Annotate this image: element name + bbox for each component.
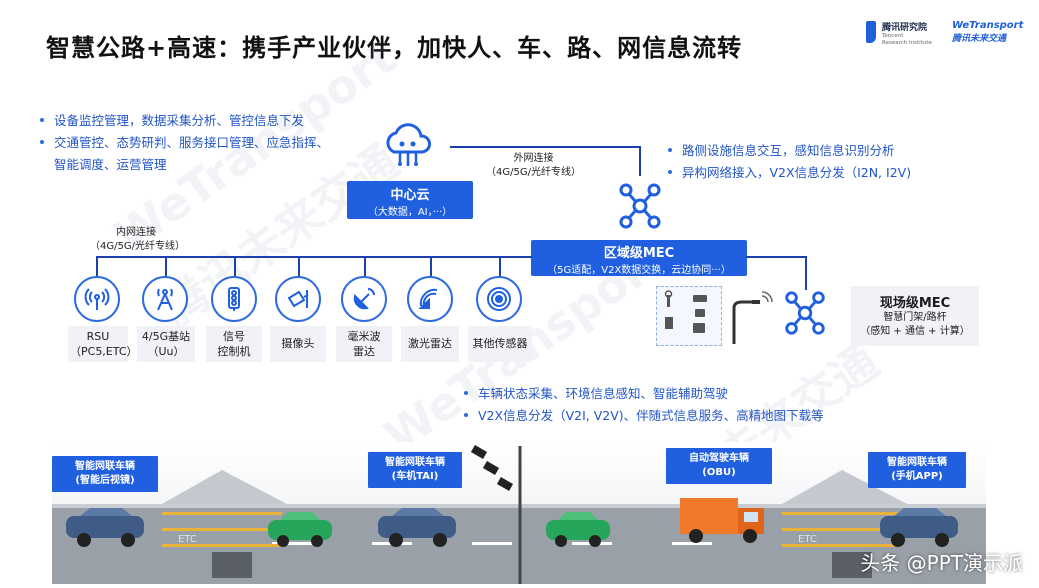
logo-wetransport-cn: 腾讯未来交通 [952,34,1007,44]
drop-line [364,256,366,276]
device-lidar [407,276,453,322]
rsu-antenna-icon [74,276,120,322]
central-cloud-box: 中心云 （大数据，AI，···） [347,181,473,219]
smart-pole-icon [726,290,776,350]
onsite-link-line-down [805,256,807,290]
drop-line [96,256,98,276]
onsite-link-line [746,256,806,258]
page-title: 智慧公路+高速：携手产业伙伴，加快人、车、路、网信息流转 [46,34,743,62]
footer-watermark: 头条 @PPT演示派 [860,551,1023,575]
vehicle-label-tai: 智能网联车辆(车机TAI) [368,452,462,488]
device-label-rsu: RSU（PC5,ETC） [68,326,138,362]
bullet-text: 智能调度、运营管理 [54,157,167,172]
radar-dish-icon [341,276,387,322]
central-cloud-title: 中心云 [390,188,430,203]
onsite-mec-title: 现场级MEC [879,296,951,311]
onsite-mec-line3: （感知 + 通信 + 计算） [860,326,970,337]
regional-mec-title: 区域级MEC [603,246,675,261]
bullet-text: 路侧设施信息交互，感知信息识别分析 [682,143,895,158]
regional-mec-box: 区域级MEC （5G适配，V2X数据交换，云边协同···） [531,240,747,276]
device-traffic-light [211,276,257,322]
drop-line [298,256,300,276]
device-label-radar: 毫米波雷达 [336,326,392,362]
logo-tencent-en2: Research Institute [882,40,932,46]
onsite-mec-line2: 智慧门架/路杆 [883,312,947,323]
device-label-lidar: 激光雷达 [401,326,459,362]
external-link-line [450,146,640,148]
etc-mark-left: ETC [178,534,197,545]
internal-link-label: 内网连接 （4G/5G/光纤专线） [90,227,185,252]
bullet-text: 设备监控管理，数据采集分析、管控信息下发 [54,113,305,128]
base-station-icon [142,276,188,322]
device-radar [341,276,387,322]
drop-line [499,256,501,276]
cloud-icon [380,118,436,178]
logo-tencent-en1: Tencent [882,33,904,39]
tencent-research-logo: 腾讯研究院 Tencent Research Institute [866,20,932,47]
camera-icon [275,276,321,322]
bullets-vehicle-functions: 车辆状态采集、环境信息感知、智能辅助驾驶 V2X信息分发（V2I, V2V)、伴… [464,383,824,427]
vehicle-label-rearview: 智能网联车辆(智能后视镜) [52,456,158,492]
traffic-light-icon [211,276,257,322]
device-label-camera: 摄像头 [270,326,326,362]
device-label-base-station: 4/5G基站（Uu） [137,326,195,362]
external-link-line-down [639,146,641,176]
logo-wetransport-en: WeTransport [952,20,1024,31]
drop-line [234,256,236,276]
logo-tencent-cn: 腾讯研究院 [882,23,928,33]
onsite-hub-icon [780,288,830,342]
drop-line [165,256,167,276]
bullet-text: V2X信息分发（V2I, V2V)、伴随式信息服务、高精地图下载等 [478,408,824,423]
device-base-station [142,276,188,322]
bullet-text: 交通管控、态势研判、服务接口管理、应急指挥、 [54,135,330,150]
bullet-text: 车辆状态采集、环境信息感知、智能辅助驾驶 [478,386,729,401]
road-scene [52,442,986,584]
onsite-mec-box: 现场级MEC 智慧门架/路杆 （感知 + 通信 + 计算） [851,286,979,346]
device-label-signal: 信号控制机 [206,326,262,362]
sensor-icon [476,276,522,322]
tencent-logo-mark-icon [866,21,876,43]
bullet-text: 异构网络接入，V2X信息分发（I2N, I2V) [682,165,912,180]
device-camera [275,276,321,322]
bullets-mec-functions: 路侧设施信息交互，感知信息识别分析 异构网络接入，V2X信息分发（I2N, I2… [668,140,911,184]
field-devices-box [656,286,722,346]
network-hub-icon [614,180,666,236]
drop-line [430,256,432,276]
regional-mec-sub: （5G适配，V2X数据交换，云边协同···） [547,265,731,276]
device-label-sensor: 其他传感器 [468,326,532,362]
bullets-cloud-functions: 设备监控管理，数据采集分析、管控信息下发 交通管控、态势研判、服务接口管理、应急… [40,110,329,176]
device-rsu [74,276,120,322]
lidar-icon [407,276,453,322]
vehicle-label-obu: 自动驾驶车辆(OBU) [666,448,772,484]
wetransport-logo: WeTransport 腾讯未来交通 [952,20,1023,44]
internal-bus-line [96,256,532,258]
vehicle-label-app: 智能网联车辆(手机APP) [868,452,966,488]
external-link-label: 外网连接 （4G/5G/光纤专线） [486,153,581,178]
central-cloud-sub: （大数据，AI，···） [367,207,453,218]
etc-mark-right: ETC [798,534,817,545]
device-sensor [476,276,522,322]
